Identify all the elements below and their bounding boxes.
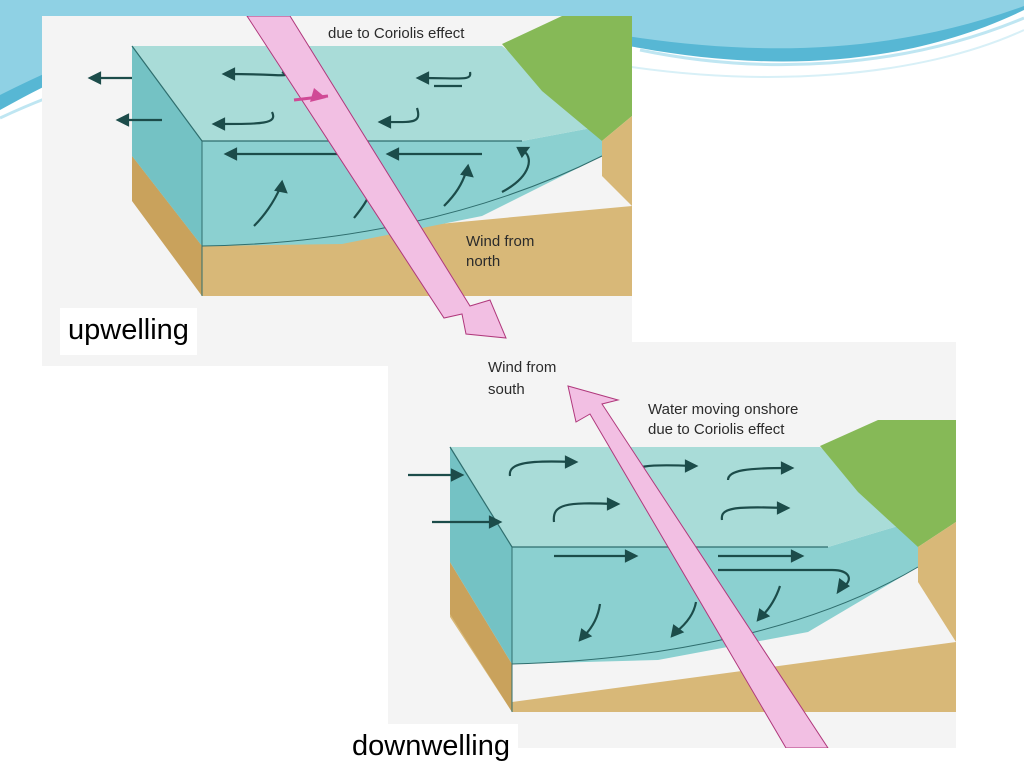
downwelling-wind-label-line2: south xyxy=(488,381,525,398)
downwelling-current-label-line2: due to Coriolis effect xyxy=(648,421,785,438)
downwelling-wind-label-line1: Wind from xyxy=(488,359,556,376)
wind-arrow xyxy=(567,385,829,748)
upwelling-illustration: due to Coriolis effect Wind from north xyxy=(42,16,632,366)
upwelling-wind-label-line1: Wind from xyxy=(466,233,534,250)
upwelling-caption: upwelling xyxy=(60,308,197,355)
water-side-face xyxy=(202,126,602,246)
upwelling-diagram: due to Coriolis effect Wind from north xyxy=(42,16,632,366)
upwelling-current-label: due to Coriolis effect xyxy=(328,25,465,42)
water-surface xyxy=(450,447,918,547)
downwelling-current-label-line1: Water moving onshore xyxy=(648,401,798,418)
coastal-land xyxy=(502,16,632,141)
downwelling-illustration: Wind from south Water moving onshore due… xyxy=(388,342,956,748)
upwelling-wind-label-line2: north xyxy=(466,253,500,270)
water-surface xyxy=(132,46,602,141)
downwelling-caption: downwelling xyxy=(344,724,518,771)
coastal-land xyxy=(820,420,956,547)
sediment-layer xyxy=(450,562,956,712)
sediment-layer xyxy=(132,156,632,296)
downwelling-diagram: Wind from south Water moving onshore due… xyxy=(388,342,956,748)
